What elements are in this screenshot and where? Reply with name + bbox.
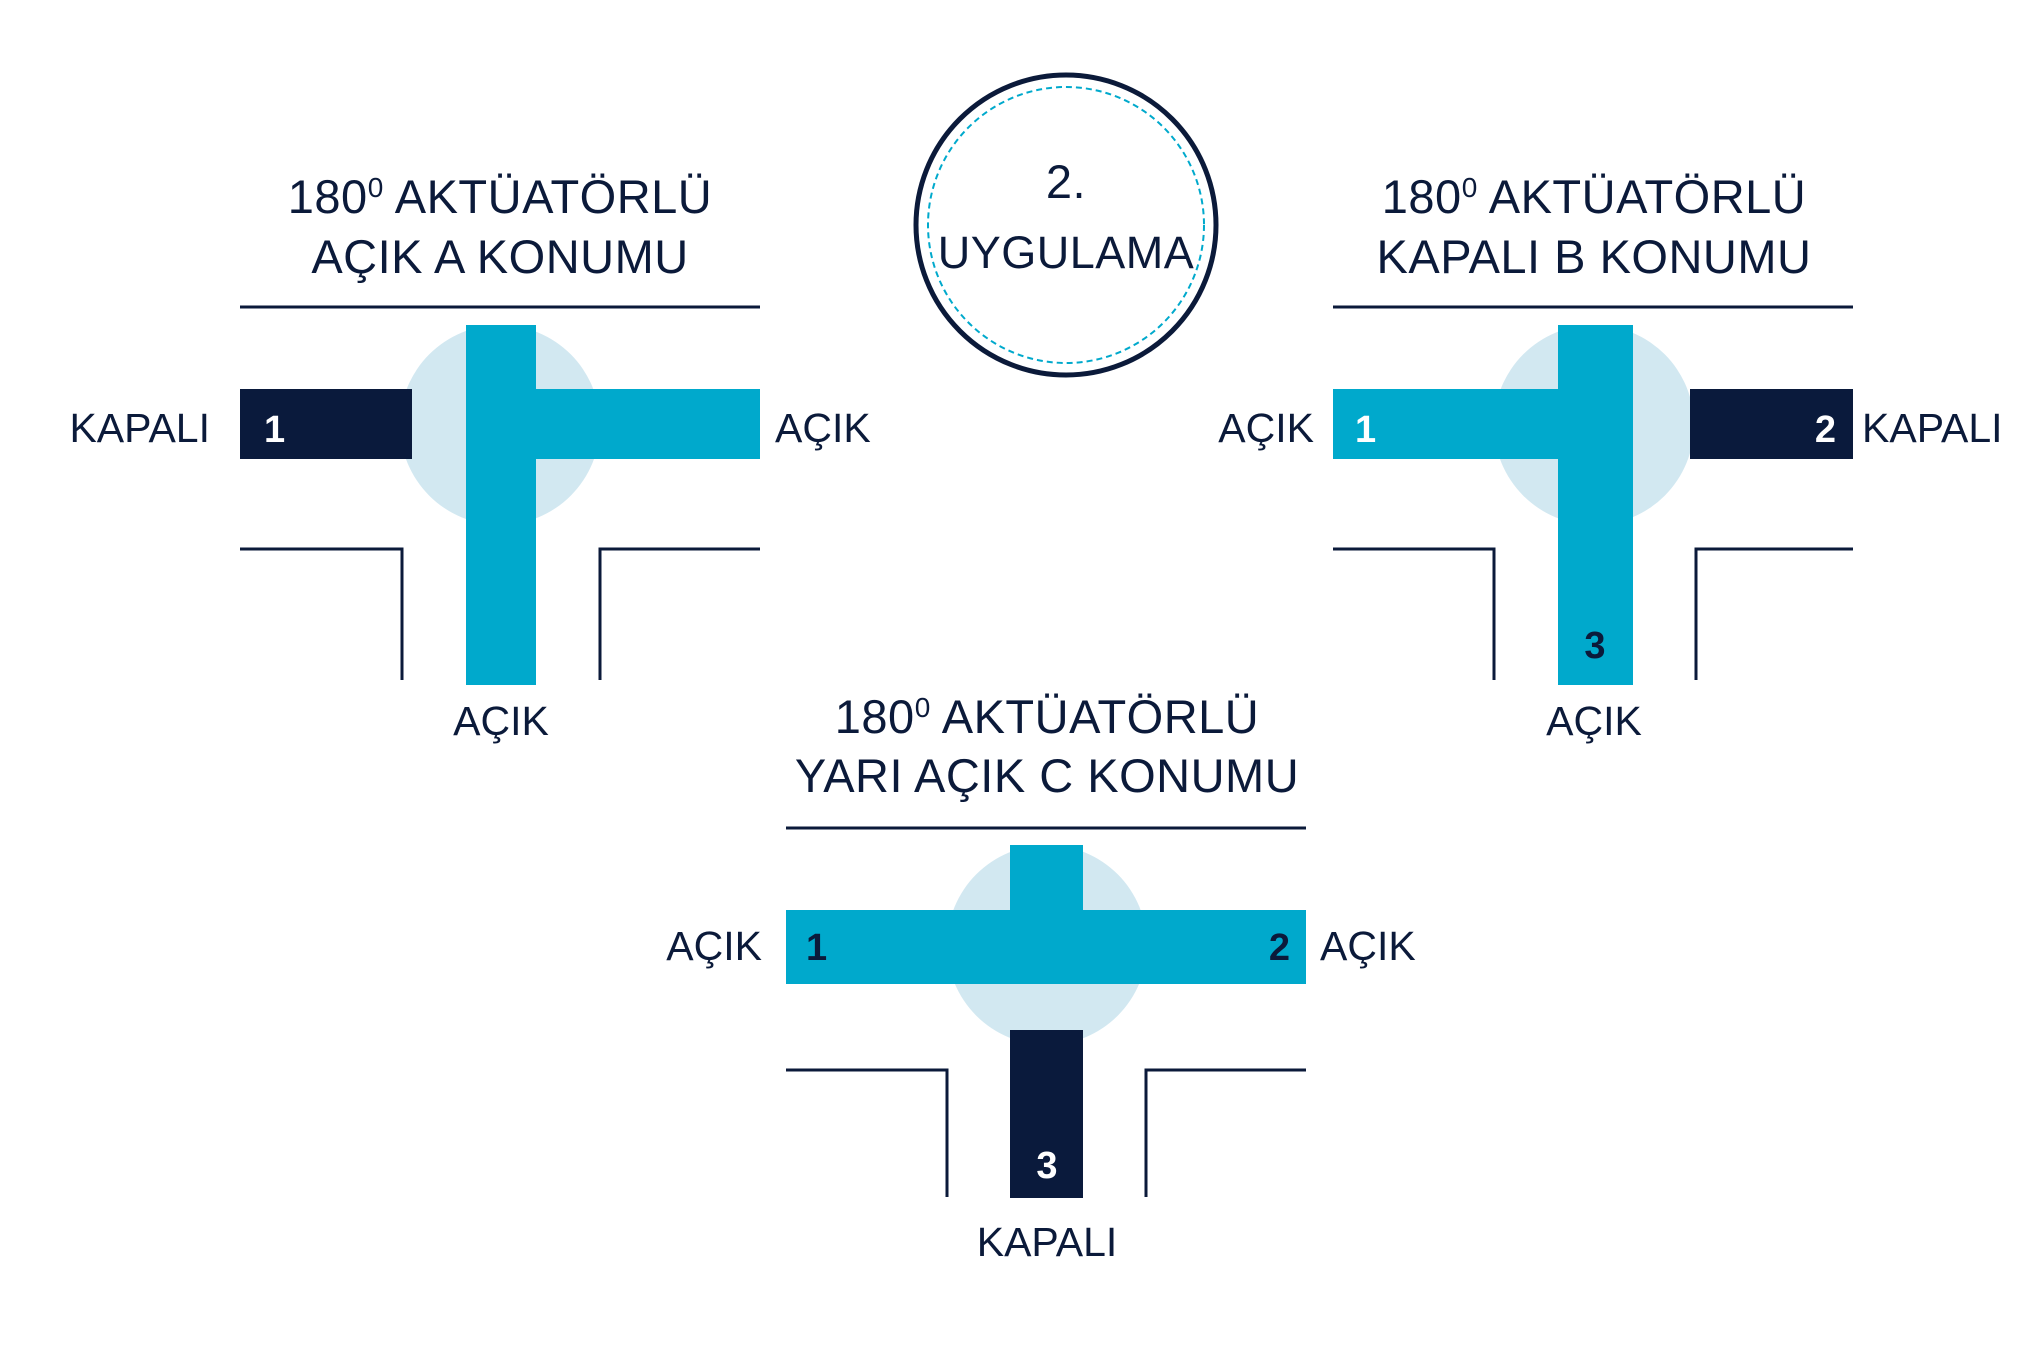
valve-b-port-1: 1 bbox=[1355, 409, 1376, 451]
valve-b-housing-left bbox=[1333, 547, 1496, 680]
valve-c-port-2: 2 bbox=[1269, 927, 1290, 969]
valve-c-flow-stub bbox=[1010, 845, 1083, 925]
valve-c-port-3-closed bbox=[1010, 1030, 1083, 1198]
valve-a-flow-vertical bbox=[466, 325, 536, 685]
valve-a-left-label: KAPALI bbox=[69, 405, 210, 451]
valve-a-bottom-label: AÇIK bbox=[453, 698, 549, 744]
valve-b-port-2: 2 bbox=[1815, 409, 1836, 451]
valve-c: 1800 AKTÜATÖRLÜ YARI AÇIK C KONUMU 1 2 3… bbox=[666, 690, 1415, 1265]
valve-c-housing-left bbox=[786, 1068, 949, 1197]
valve-b-housing-right bbox=[1694, 547, 1853, 680]
valve-c-bottom-label: KAPALI bbox=[977, 1219, 1118, 1265]
application-badge: 2. UYGULAMA bbox=[913, 72, 1219, 378]
valve-c-left-label: AÇIK bbox=[666, 923, 762, 969]
valve-b-right-label: KAPALI bbox=[1862, 405, 2003, 451]
badge-number: 2. bbox=[1046, 155, 1086, 208]
valve-b-flow-left bbox=[1333, 389, 1633, 459]
valve-b-flow-vertical bbox=[1558, 325, 1633, 685]
valve-c-port-3: 3 bbox=[1036, 1145, 1057, 1187]
valve-a-port-1-closed bbox=[240, 389, 412, 459]
valve-c-housing-right bbox=[1144, 1068, 1306, 1197]
valve-a-housing-left bbox=[240, 547, 404, 680]
valve-b-title-line1: 1800 AKTÜATÖRLÜ bbox=[1382, 170, 1806, 223]
valve-a-flow-right bbox=[466, 389, 760, 459]
valve-a-port-1: 1 bbox=[264, 409, 285, 451]
valve-b: 1800 AKTÜATÖRLÜ KAPALI B KONUMU 1 2 3 AÇ… bbox=[1218, 170, 2002, 744]
valve-c-title-line1: 1800 AKTÜATÖRLÜ bbox=[835, 690, 1259, 743]
valve-c-port-1: 1 bbox=[806, 927, 827, 969]
valve-c-right-label: AÇIK bbox=[1320, 923, 1416, 969]
valve-b-left-label: AÇIK bbox=[1218, 405, 1314, 451]
valve-a: 1800 AKTÜATÖRLÜ AÇIK A KONUMU 1 KAPALI A… bbox=[69, 170, 870, 744]
valve-a-title-line1: 1800 AKTÜATÖRLÜ bbox=[288, 170, 712, 223]
valve-c-title-line2: YARI AÇIK C KONUMU bbox=[795, 749, 1299, 802]
valve-b-bottom-label: AÇIK bbox=[1546, 698, 1642, 744]
valve-a-title-line2: AÇIK A KONUMU bbox=[311, 230, 688, 283]
valve-a-housing-right bbox=[598, 547, 760, 680]
valve-a-right-label: AÇIK bbox=[775, 405, 871, 451]
valve-b-port-3: 3 bbox=[1584, 625, 1605, 667]
valve-b-title-line2: KAPALI B KONUMU bbox=[1377, 230, 1812, 283]
badge-text: UYGULAMA bbox=[938, 227, 1195, 278]
valve-b-port-2-closed bbox=[1690, 389, 1853, 459]
